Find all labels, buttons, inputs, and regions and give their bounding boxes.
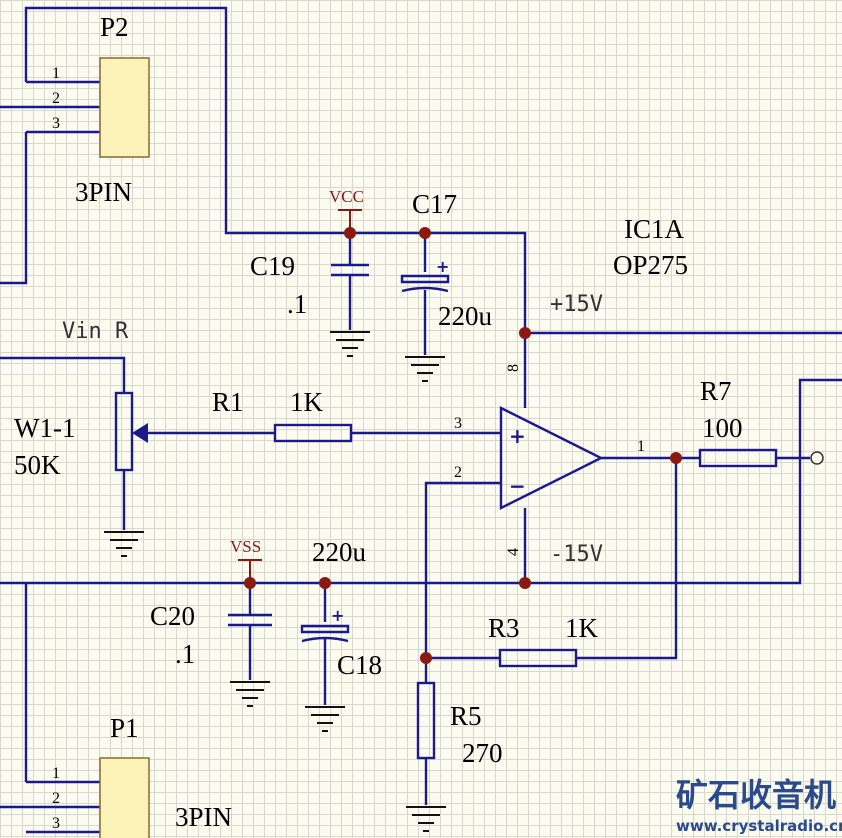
capacitor-c20: C20 .1 <box>150 601 272 669</box>
opamp-pin2: 2 <box>454 464 462 481</box>
p2-value: 3PIN <box>75 177 132 207</box>
r1-ref: R1 <box>212 387 244 417</box>
capacitor-c19: C19 .1 <box>250 251 369 319</box>
r1-value: 1K <box>290 387 324 417</box>
c18-ref: C18 <box>337 650 382 680</box>
p1-ref: P1 <box>110 713 139 743</box>
opamp-pin3: 3 <box>454 415 462 432</box>
potentiometer-w1: Vin R W1-1 50K <box>14 319 148 480</box>
watermark: 矿石收音机 www.crystalradio.cn <box>676 776 842 835</box>
p2-pin3: 3 <box>52 115 60 132</box>
p1-pin1: 1 <box>52 765 60 782</box>
p1-value: 3PIN <box>175 802 232 832</box>
c20-ref: C20 <box>150 601 195 631</box>
connector-p2: P2 3PIN 1 2 3 <box>52 12 150 207</box>
resistor-r5: R5 270 <box>416 681 503 768</box>
capacitor-c18: + 220u C18 <box>300 537 382 680</box>
connector-p1: P1 3PIN 1 2 3 <box>52 713 232 838</box>
wires <box>0 6 842 834</box>
junction-dots <box>244 227 682 664</box>
c19-ref: C19 <box>250 251 295 281</box>
p2-ref: P2 <box>100 12 129 42</box>
c20-value: .1 <box>175 639 195 669</box>
c17-plus: + <box>436 257 449 276</box>
opamp-ic1a: + − 3 2 1 8 4 IC1A OP275 +15V -15V <box>454 214 688 567</box>
opamp-pin8: 8 <box>505 364 522 372</box>
opamp-pin4: 4 <box>505 548 522 556</box>
r7-value: 100 <box>702 413 743 443</box>
w1-ref: W1-1 <box>14 413 75 443</box>
c18-value: 220u <box>312 537 367 567</box>
plus15-label: +15V <box>550 292 603 317</box>
vss-symbol: VSS <box>230 537 262 583</box>
output-terminal <box>810 451 824 465</box>
opamp-plus-sign: + <box>509 424 526 448</box>
opamp-pin1: 1 <box>637 438 645 455</box>
c17-ref: C17 <box>412 189 457 219</box>
ground-symbols <box>104 331 446 832</box>
r5-value: 270 <box>462 738 503 768</box>
opamp-minus-sign: − <box>509 474 526 498</box>
minus15-label: -15V <box>550 542 603 567</box>
ic-ref: IC1A <box>624 214 685 244</box>
r3-value: 1K <box>565 613 599 643</box>
c17-value: 220u <box>438 301 493 331</box>
capacitor-c17: + C17 220u <box>400 189 493 331</box>
watermark-url: www.crystalradio.cn <box>676 817 842 835</box>
resistor-r7: R7 100 <box>698 376 778 468</box>
vin-label: Vin R <box>62 319 129 344</box>
p1-pin2: 2 <box>52 790 60 807</box>
w1-value: 50K <box>14 450 61 480</box>
vss-label: VSS <box>230 537 261 556</box>
c18-plus: + <box>331 606 344 625</box>
ic-value: OP275 <box>613 250 688 280</box>
resistor-r3: R3 1K <box>488 613 599 668</box>
resistor-r1: R1 1K <box>212 387 353 443</box>
p1-pin3: 3 <box>52 815 60 832</box>
r7-ref: R7 <box>700 376 732 406</box>
watermark-brand: 矿石收音机 <box>676 776 836 814</box>
r5-ref: R5 <box>450 701 482 731</box>
r3-ref: R3 <box>488 613 520 643</box>
c19-value: .1 <box>287 289 307 319</box>
p2-pin1: 1 <box>52 65 60 82</box>
vcc-symbol: VCC <box>329 187 364 233</box>
vcc-label: VCC <box>329 187 364 206</box>
p2-pin2: 2 <box>52 90 60 107</box>
